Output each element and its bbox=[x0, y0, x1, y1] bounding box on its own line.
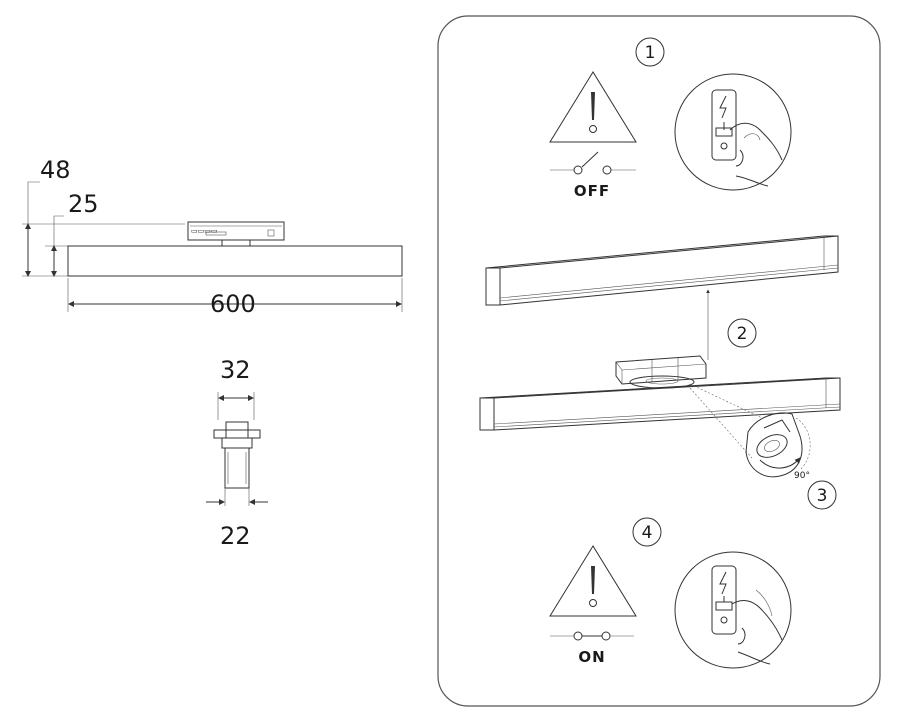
switch-open-icon bbox=[550, 151, 636, 175]
adapter-brand-text: ▭▭▭▭ bbox=[191, 227, 217, 235]
step-1-circle bbox=[635, 37, 665, 67]
dimension-32-label: 32 bbox=[220, 356, 251, 384]
warning-triangle-off-icon bbox=[549, 71, 637, 143]
instruction-panel bbox=[437, 15, 881, 707]
front-view-drawing bbox=[206, 392, 268, 506]
step-2-circle bbox=[727, 318, 757, 348]
dimension-22-label: 22 bbox=[220, 522, 251, 550]
rotation-angle-label: 90° bbox=[794, 471, 810, 481]
dimension-600-label: 600 bbox=[210, 290, 256, 318]
lamp-with-adapter bbox=[479, 355, 841, 431]
warning-triangle-on-icon bbox=[549, 545, 637, 617]
hand-switch-on-icon bbox=[674, 551, 792, 669]
step-4-circle bbox=[632, 517, 662, 547]
step-1-number: 1 bbox=[645, 43, 656, 63]
switch-closed-icon bbox=[550, 631, 634, 641]
hand-switch-off-icon bbox=[674, 73, 792, 191]
lamp-upper-bar bbox=[485, 235, 839, 306]
dimension-25-label: 25 bbox=[68, 190, 99, 218]
side-view-drawing: ▭▭▭▭ bbox=[22, 181, 403, 312]
off-label: OFF bbox=[574, 182, 610, 200]
dimension-48-label: 48 bbox=[40, 156, 71, 184]
step-2-number: 2 bbox=[737, 324, 748, 344]
rotation-detail-icon bbox=[745, 412, 811, 478]
step-4-number: 4 bbox=[642, 523, 653, 543]
step-3-circle bbox=[807, 480, 837, 510]
step-3-number: 3 bbox=[817, 486, 828, 506]
on-label: ON bbox=[578, 648, 605, 666]
